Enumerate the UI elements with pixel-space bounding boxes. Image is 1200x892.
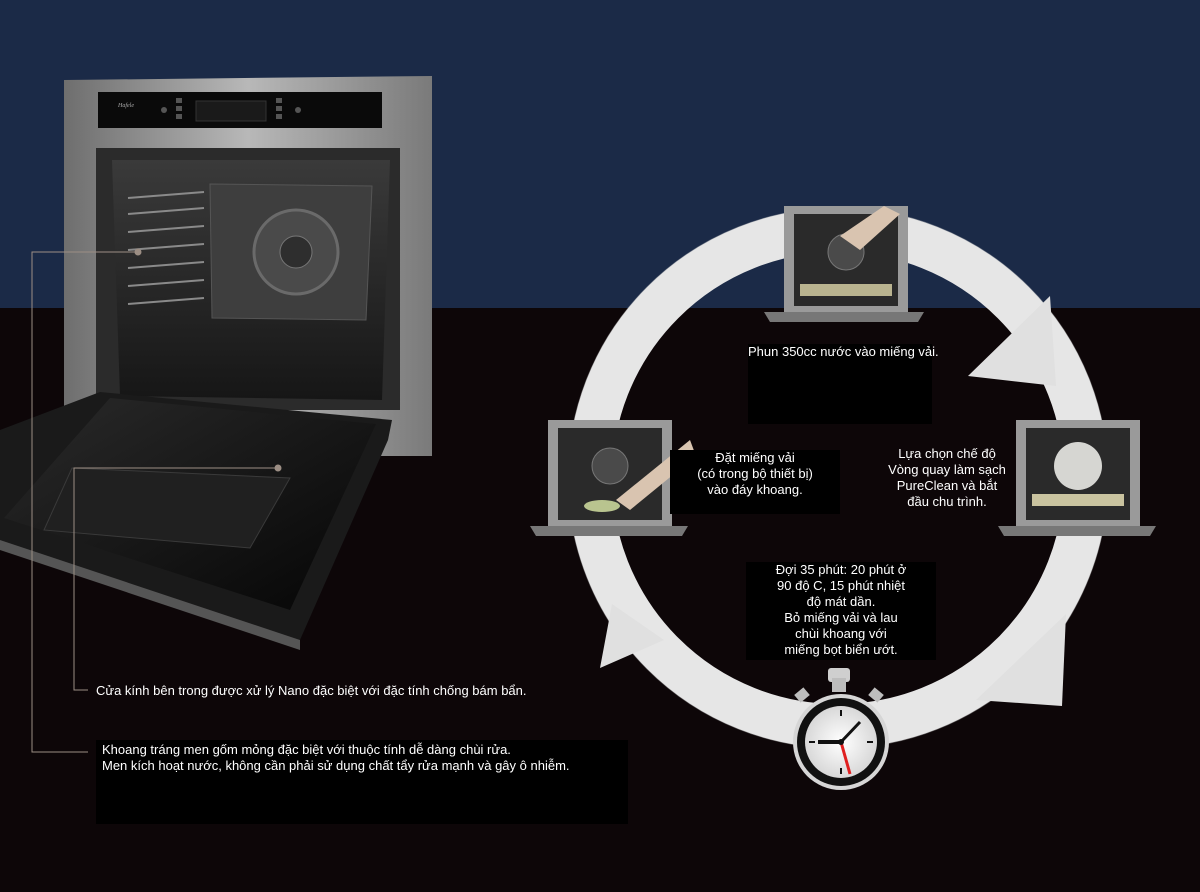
oven-thumbnail-right: [998, 420, 1156, 536]
arrow-head-icon: [600, 604, 664, 668]
cloth-icon: [584, 500, 620, 512]
cycle-step-left-line: vào đáy khoang.: [707, 482, 803, 497]
panel-button-icon: [161, 107, 167, 113]
cycle-step-left: Đặt miếng vải (có trong bộ thiết bị) vào…: [670, 450, 840, 514]
clock-second-hand: [839, 741, 852, 775]
cycle-step-right-line: đầu chu trình.: [907, 494, 987, 509]
cycle-step-right-line: Lựa chọn chế độ: [898, 446, 996, 461]
panel-button-icon: [176, 114, 182, 119]
oven-thumbnail-top: [764, 206, 924, 322]
cycle-step-right-line: PureClean và bắt: [896, 478, 998, 493]
cavity-callout-line: [31, 251, 138, 753]
cavity-callout-dot: [134, 248, 142, 256]
door-callout-dot: [274, 464, 282, 472]
cycle-step-right-line: Vòng quay làm sạch: [888, 462, 1006, 477]
cycle-step-bottom-line: Bỏ miếng vải và lau: [784, 610, 898, 625]
panel-button-icon: [276, 98, 282, 103]
panel-button-icon: [176, 106, 182, 111]
cycle-step-bottom-line: 90 độ C, 15 phút nhiệt: [777, 578, 905, 593]
glow-icon: [1054, 442, 1102, 490]
cycle-step-left-line: (có trong bộ thiết bị): [697, 466, 813, 481]
cavity-callout-line-2: Men kích hoạt nước, không cần phải sử dụ…: [102, 758, 570, 773]
cycle-step-bottom: Đợi 35 phút: 20 phút ở 90 độ C, 15 phút …: [746, 562, 936, 660]
cycle-step-left-line: Đặt miếng vải: [715, 450, 795, 465]
cavity-callout-line-1: Khoang tráng men gốm mỏng đặc biệt với t…: [102, 742, 511, 757]
cycle-step-bottom-line: Đợi 35 phút: 20 phút ở: [775, 562, 907, 577]
panel-button-icon: [276, 106, 282, 111]
panel-button-icon: [276, 114, 282, 119]
fan-center-icon: [279, 235, 313, 269]
arrow-head-icon: [968, 296, 1056, 386]
display-screen: [195, 100, 267, 122]
cycle-step-top: Phun 350cc nước vào miếng vải.: [748, 344, 939, 424]
arrow-head-icon: [976, 614, 1066, 706]
stopwatch-icon: [793, 668, 889, 790]
cycle-step-bottom-line: độ mát dần.: [806, 594, 876, 609]
cavity-callout: Khoang tráng men gốm mỏng đặc biệt với t…: [96, 740, 628, 824]
panel-button-icon: [176, 98, 182, 103]
oven-thumbnail-left: [530, 420, 696, 536]
cycle-step-right: Lựa chọn chế độ Vòng quay làm sạch PureC…: [874, 446, 1020, 512]
oven-brand-label: Hafele: [118, 103, 134, 109]
cycle-step-top-text: Phun 350cc nước vào miếng vải.: [748, 344, 939, 359]
cycle-step-bottom-line: miếng bọt biển ướt.: [784, 642, 898, 657]
oven-illustration: [0, 76, 432, 650]
callout-lines: [31, 248, 282, 753]
door-edge: [0, 540, 300, 650]
cycle-step-bottom-line: chùi khoang với: [795, 626, 887, 641]
door-glass-callout: Cửa kính bên trong được xử lý Nano đặc b…: [96, 682, 533, 700]
hand-icon: [840, 206, 900, 250]
panel-button-icon: [295, 107, 301, 113]
inner-glass-panel: [43, 467, 291, 549]
door-callout-line: [73, 467, 278, 691]
door-glass-callout-text: Cửa kính bên trong được xử lý Nano đặc b…: [96, 683, 527, 698]
clock-minute-hand: [839, 720, 862, 744]
rack-rails: [127, 191, 205, 305]
